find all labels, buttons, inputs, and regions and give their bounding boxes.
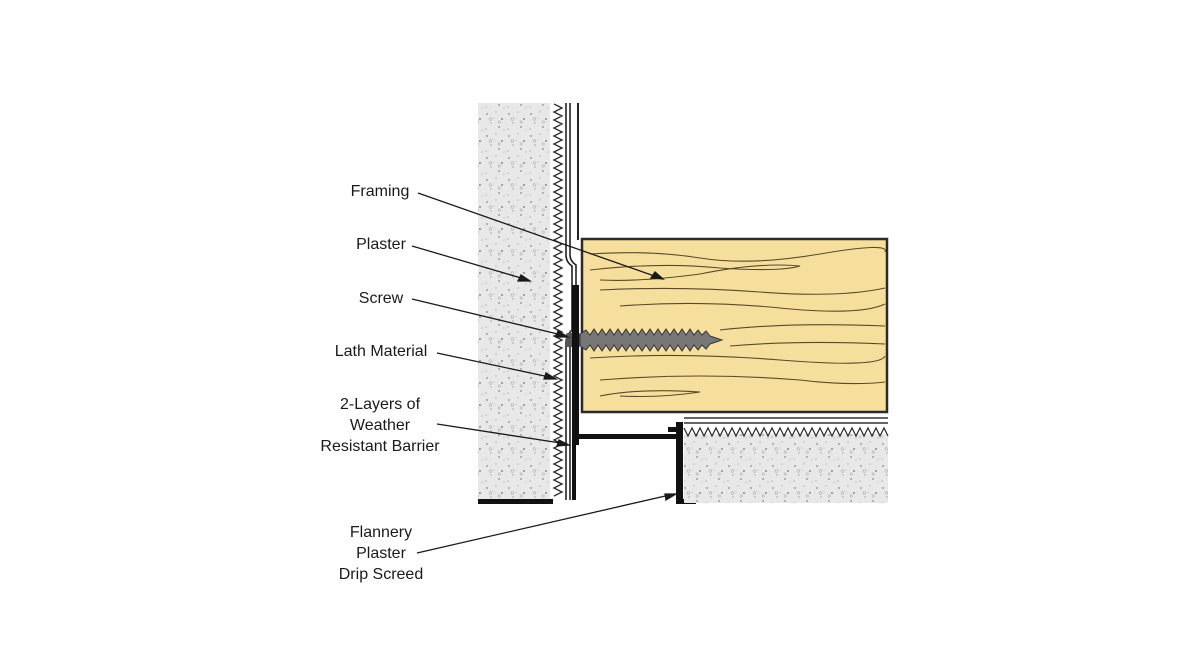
leader-lines xyxy=(411,192,679,554)
screw-label: Screw xyxy=(358,290,404,307)
lath-leader xyxy=(436,352,555,379)
barrier-leader xyxy=(436,423,568,445)
drip-screed-label: Flannery Plaster Drip Screed xyxy=(330,522,432,585)
drip-screed-label-line-1: Flannery xyxy=(349,524,413,541)
lower-plaster xyxy=(684,434,888,503)
barrier-label: 2-Layers of Weather Resistant Barrier xyxy=(314,394,446,457)
drip-screed-label-line-3: Drip Screed xyxy=(338,566,424,583)
framing-leader xyxy=(417,192,661,279)
framing-label: Framing xyxy=(350,183,410,200)
lower-lath xyxy=(683,426,889,438)
barrier-label-line-1: 2-Layers of xyxy=(339,396,421,413)
lath-material-label: Lath Material xyxy=(334,343,428,360)
barrier-label-line-3: Resistant Barrier xyxy=(320,438,440,455)
screw-leader xyxy=(411,298,567,337)
upper-lath xyxy=(552,103,564,497)
barrier-label-line-2: Weather xyxy=(349,417,411,434)
barrier-layer-outer xyxy=(565,103,573,500)
drip-screed-label-line-2: Plaster xyxy=(356,545,406,562)
wood-grain xyxy=(589,246,886,398)
plaster-label: Plaster xyxy=(356,236,406,253)
screed-leader xyxy=(416,493,675,554)
upper-plaster xyxy=(478,103,550,500)
plaster-leader xyxy=(411,245,529,281)
wood-framing xyxy=(580,237,889,414)
